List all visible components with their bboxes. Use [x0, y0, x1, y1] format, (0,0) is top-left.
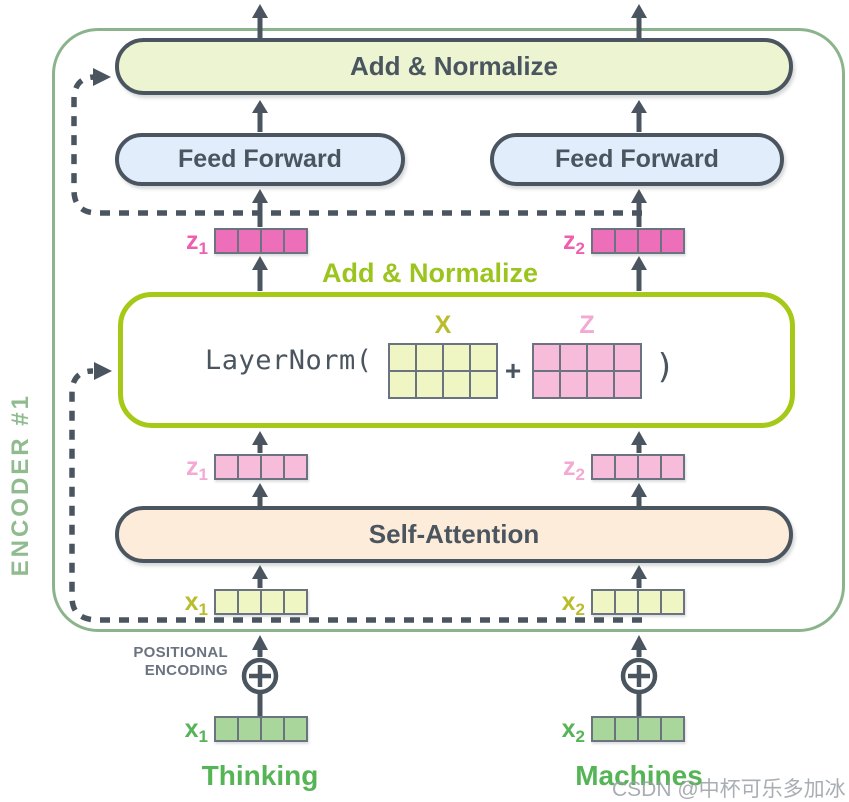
vector-cell	[662, 591, 683, 613]
vector-cell	[593, 456, 614, 478]
vector-cell	[616, 230, 637, 252]
vector-cell	[239, 456, 260, 478]
matrix-cell	[615, 372, 640, 397]
matrix-cell	[471, 345, 496, 370]
matrix-cell	[471, 372, 496, 397]
vector-z2-top-label: z2	[563, 227, 585, 258]
add-normalize-top-block: Add & Normalize	[115, 38, 793, 95]
close-paren: )	[654, 347, 676, 387]
vector-x2-emb-cells	[591, 589, 685, 615]
vector-cell	[285, 230, 306, 252]
vector-cell	[262, 456, 283, 478]
vector-cell	[216, 591, 237, 613]
vector-x1-input-label: x1	[184, 715, 208, 746]
matrix-cell	[588, 345, 613, 370]
watermark: CSDN @中杯可乐多加冰	[612, 778, 846, 801]
matrix-cell	[615, 345, 640, 370]
matrix-cell	[390, 372, 415, 397]
encoder-label-text: ENCODER #1	[7, 393, 34, 577]
matrix-cell	[534, 345, 559, 370]
feed-forward-left-block: Feed Forward	[115, 133, 405, 186]
vector-z1-top-label: z1	[186, 227, 208, 258]
vector-cell	[639, 591, 660, 613]
vector-z2-mid-label: z2	[563, 453, 585, 484]
vector-z2-mid-cells	[591, 454, 685, 480]
matrix-cell	[561, 345, 586, 370]
vector-cell	[662, 456, 683, 478]
vector-z1-top-cells	[214, 228, 308, 254]
matrix-cell	[417, 372, 442, 397]
positional-add-icon	[620, 657, 658, 716]
vector-cell	[639, 718, 660, 740]
matrix-x-label: X	[434, 311, 452, 339]
vector-cell	[593, 591, 614, 613]
vector-cell	[616, 718, 637, 740]
vector-cell	[285, 591, 306, 613]
up-arrow-icon	[252, 635, 268, 657]
feed-forward-left-label: Feed Forward	[178, 145, 342, 173]
vector-cell	[262, 591, 283, 613]
add-normalize-top-label: Add & Normalize	[349, 51, 559, 81]
vector-cell	[616, 456, 637, 478]
vector-cell	[662, 718, 683, 740]
matrix-cell	[561, 372, 586, 397]
matrix-cell	[390, 345, 415, 370]
vector-cell	[593, 230, 614, 252]
vector-cell	[593, 718, 614, 740]
vector-cell	[216, 456, 237, 478]
positional-encoding-label: POSITIONAL ENCODING	[133, 644, 228, 679]
vector-x2-input-label: x2	[561, 715, 585, 746]
vector-x1-emb-cells	[214, 589, 308, 615]
self-attention-label: Self-Attention	[368, 519, 540, 549]
vector-cell	[639, 230, 660, 252]
vector-cell	[239, 230, 260, 252]
encoder-frame	[52, 28, 845, 632]
matrix-cell	[534, 372, 559, 397]
feed-forward-right-block: Feed Forward	[490, 133, 784, 186]
matrix-cell	[588, 372, 613, 397]
matrix-z-grid	[532, 343, 642, 399]
matrix-cell	[444, 345, 469, 370]
vector-cell	[216, 718, 237, 740]
token-machines: Machines	[575, 760, 703, 791]
vector-cell	[662, 230, 683, 252]
vector-x2-emb-label: x2	[561, 588, 585, 619]
vector-z2-top-cells	[591, 228, 685, 254]
feed-forward-right-label: Feed Forward	[555, 145, 719, 173]
vector-cell	[616, 591, 637, 613]
vector-cell	[216, 230, 237, 252]
matrix-z-label: Z	[579, 311, 595, 339]
matrix-cell	[417, 345, 442, 370]
self-attention-block: Self-Attention	[115, 506, 793, 563]
vector-cell	[262, 230, 283, 252]
vector-x1-input-cells	[214, 716, 308, 742]
add-normalize-mid-label: Add & Normalize	[321, 258, 539, 288]
layernorm-box: LayerNorm( X + Z )	[118, 292, 795, 428]
vector-cell	[262, 718, 283, 740]
plus-operator: +	[504, 355, 522, 386]
vector-cell	[285, 456, 306, 478]
vector-x1-emb-label: x1	[184, 588, 208, 619]
vector-cell	[285, 718, 306, 740]
token-thinking: Thinking	[201, 760, 319, 791]
vector-x2-input-cells	[591, 716, 685, 742]
vector-cell	[639, 456, 660, 478]
vector-z1-mid-label: z1	[186, 453, 208, 484]
layernorm-function-text: LayerNorm(	[205, 344, 373, 376]
vector-z1-mid-cells	[214, 454, 308, 480]
up-arrow-icon	[631, 635, 647, 657]
positional-add-icon	[241, 657, 279, 716]
vector-cell	[239, 591, 260, 613]
matrix-x-grid	[388, 343, 498, 399]
matrix-cell	[444, 372, 469, 397]
encoder-label: ENCODER #1	[0, 335, 42, 635]
vector-cell	[239, 718, 260, 740]
